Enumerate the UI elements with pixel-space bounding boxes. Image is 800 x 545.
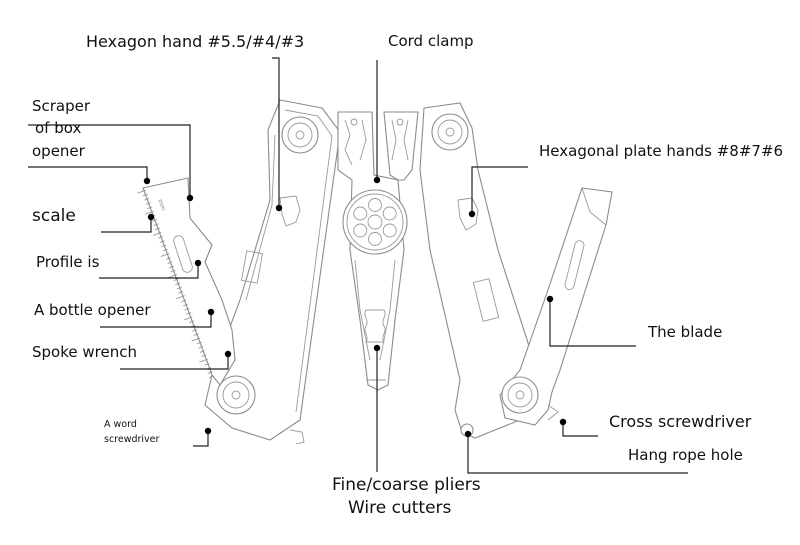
ruler-tick	[165, 257, 171, 260]
label-scale: scale	[32, 206, 76, 226]
ruler-tick	[178, 291, 184, 294]
bit-wheel-hole	[368, 232, 382, 246]
leader-scraper	[28, 124, 191, 198]
ruler-tick	[158, 236, 164, 239]
label-pliers-line1: Fine/coarse pliers	[332, 475, 481, 495]
ruler-tick	[199, 358, 208, 363]
ruler-tick	[209, 375, 215, 379]
ruler-tick	[167, 261, 173, 264]
label-pliers-line2: Wire cutters	[348, 498, 452, 518]
label-blade: The blade	[648, 323, 723, 341]
leader-bottle-opener	[100, 312, 212, 328]
ruler-tick	[168, 274, 178, 279]
ruler-tick	[145, 210, 154, 215]
ruler-tick	[159, 240, 165, 243]
right-handle	[419, 102, 541, 439]
ruler-tick	[168, 265, 174, 269]
ruler-tick	[170, 269, 176, 273]
ruler-tick	[176, 295, 185, 300]
ruler-tick	[191, 337, 201, 342]
blade-arm	[499, 187, 613, 426]
leader-opener	[28, 166, 148, 181]
ruler-tick	[199, 350, 205, 353]
ruler-tick	[145, 202, 151, 205]
ruler-tick	[142, 193, 148, 197]
leader-hang-rope-hole	[467, 434, 688, 474]
label-hexagonal-plate: Hexagonal plate hands #8#7#6	[539, 142, 784, 160]
ruler-ticks	[137, 189, 215, 379]
left-handle	[204, 99, 341, 445]
bit-wheel-holes	[353, 198, 397, 246]
leader-lines	[28, 57, 688, 474]
ruler-tick	[161, 244, 167, 248]
plier-head	[337, 111, 419, 391]
ruler-tick	[151, 219, 157, 222]
ruler-tick	[175, 282, 181, 286]
label-spoke-wrench: Spoke wrench	[32, 343, 137, 361]
ruler-tool: mm	[137, 177, 236, 386]
leader-cross-screwdriver	[562, 422, 598, 437]
label-profile: Profile is	[36, 253, 100, 271]
ruler-tick	[207, 371, 213, 374]
ruler-tick	[189, 320, 195, 324]
leader-word-screwdriver	[193, 431, 209, 447]
label-bottle-opener: A bottle opener	[34, 301, 151, 319]
ruler-tick	[173, 278, 179, 281]
ruler-tick	[137, 189, 147, 194]
ruler-tick	[144, 198, 150, 201]
ruler-tick	[160, 253, 170, 257]
ruler-tick	[162, 248, 168, 252]
ruler-tick	[198, 346, 204, 349]
leader-spoke-wrench	[120, 354, 229, 370]
ruler-tick	[193, 333, 199, 336]
label-scraper-line2: of box	[35, 119, 82, 137]
ruler-tick	[201, 354, 207, 357]
label-scraper-line3: opener	[32, 142, 85, 160]
ruler-tick	[153, 223, 159, 226]
ruler-tick	[183, 316, 193, 321]
leader-profile	[99, 263, 199, 279]
ruler-tick	[185, 312, 191, 315]
ruler-tick	[147, 206, 153, 210]
ruler-tick	[184, 307, 190, 311]
label-cross-screwdriver: Cross screwdriver	[609, 412, 752, 431]
ruler-tick	[155, 227, 161, 231]
label-scraper-line1: Scraper	[32, 97, 91, 115]
ruler-tick	[204, 362, 210, 366]
ruler-tick	[182, 303, 188, 307]
label-hang-rope-hole: Hang rope hole	[628, 446, 743, 464]
bit-wheel-hole	[382, 206, 397, 221]
bit-wheel-hole	[353, 206, 368, 221]
label-word-screwdriver-line1: A word	[104, 419, 137, 430]
leader-scale	[101, 217, 152, 233]
ruler-tick	[196, 341, 202, 345]
ruler-tick	[176, 286, 182, 290]
label-hexagon-hand: Hexagon hand #5.5/#4/#3	[86, 32, 305, 51]
bit-wheel-hole	[368, 198, 382, 212]
ruler-unit-text: mm	[156, 198, 167, 212]
leader-hexagonal-plate	[471, 166, 528, 214]
label-cord-clamp: Cord clamp	[388, 32, 474, 50]
ruler-tick	[152, 231, 162, 236]
leader-hexagon-hand	[272, 57, 280, 208]
bit-wheel-hole	[382, 223, 397, 238]
leader-blade	[549, 299, 636, 347]
label-word-screwdriver-line2: screwdriver	[104, 434, 160, 445]
ruler-tick	[181, 299, 187, 303]
ruler-tick	[192, 329, 198, 332]
bit-wheel-hole	[353, 223, 368, 238]
